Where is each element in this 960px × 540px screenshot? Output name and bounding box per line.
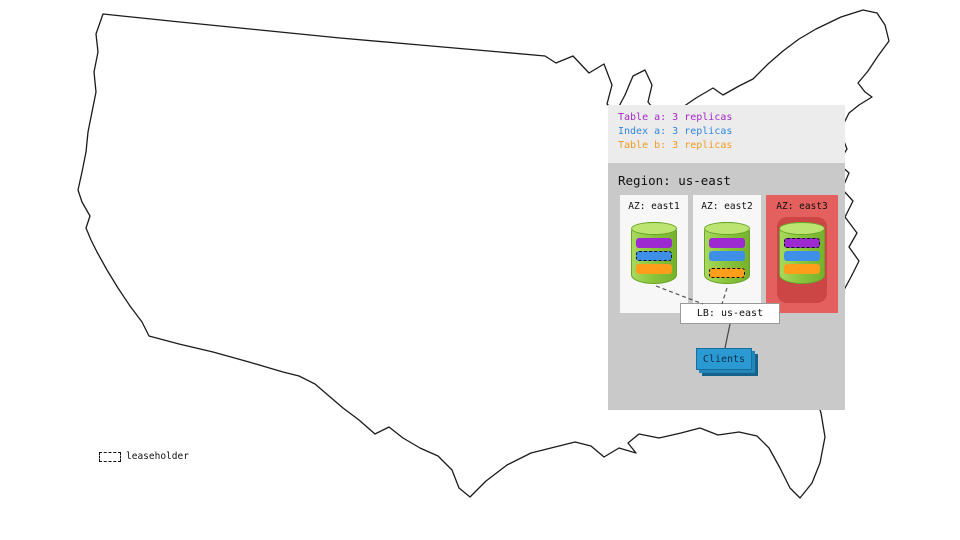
legend-index-a: Index a: 3 replicas [618,126,733,137]
az-east3-label: AZ: east3 [776,201,828,212]
replica-bar-table-b-leaseholder [709,268,745,278]
az-east3: AZ: east3 [766,195,838,313]
replica-bar-table-b [636,264,672,274]
az-east2-label: AZ: east2 [701,201,753,212]
database-cylinder [631,222,677,284]
region-title: Region: us-east [618,173,731,188]
load-balancer-label: LB: us-east [696,308,764,319]
replica-bar-table-a [709,238,745,248]
replica-bar-table-a [636,238,672,248]
legend-table-b: Table b: 3 replicas [618,140,733,151]
cylinder-top [779,222,825,235]
legend-table-a: Table a: 3 replicas [618,112,733,123]
clients-box: Clients [696,348,752,370]
leaseholder-dashed-box-icon [99,451,121,462]
region-panel: Region: us-east AZ: east1 AZ: east2 AZ: … [608,163,845,410]
database-cylinder [704,222,750,284]
cylinder-top [704,222,750,235]
replica-bar-index-a-leaseholder [636,251,672,261]
az-east2: AZ: east2 [693,195,761,313]
leaseholder-legend-label: leaseholder [126,451,189,462]
replica-bar-table-a-leaseholder [784,238,820,248]
replica-legend-panel: Table a: 3 replicas Index a: 3 replicas … [608,105,845,163]
database-cylinder [779,222,825,284]
leaseholder-legend: leaseholder [99,451,189,462]
az-east1-label: AZ: east1 [628,201,680,212]
replica-bar-index-a [784,251,820,261]
clients-label: Clients [702,353,746,365]
az-east1: AZ: east1 [620,195,688,313]
replica-bar-table-b [784,264,820,274]
cylinder-top [631,222,677,235]
replica-bar-index-a [709,251,745,261]
load-balancer-box: LB: us-east [680,303,780,324]
